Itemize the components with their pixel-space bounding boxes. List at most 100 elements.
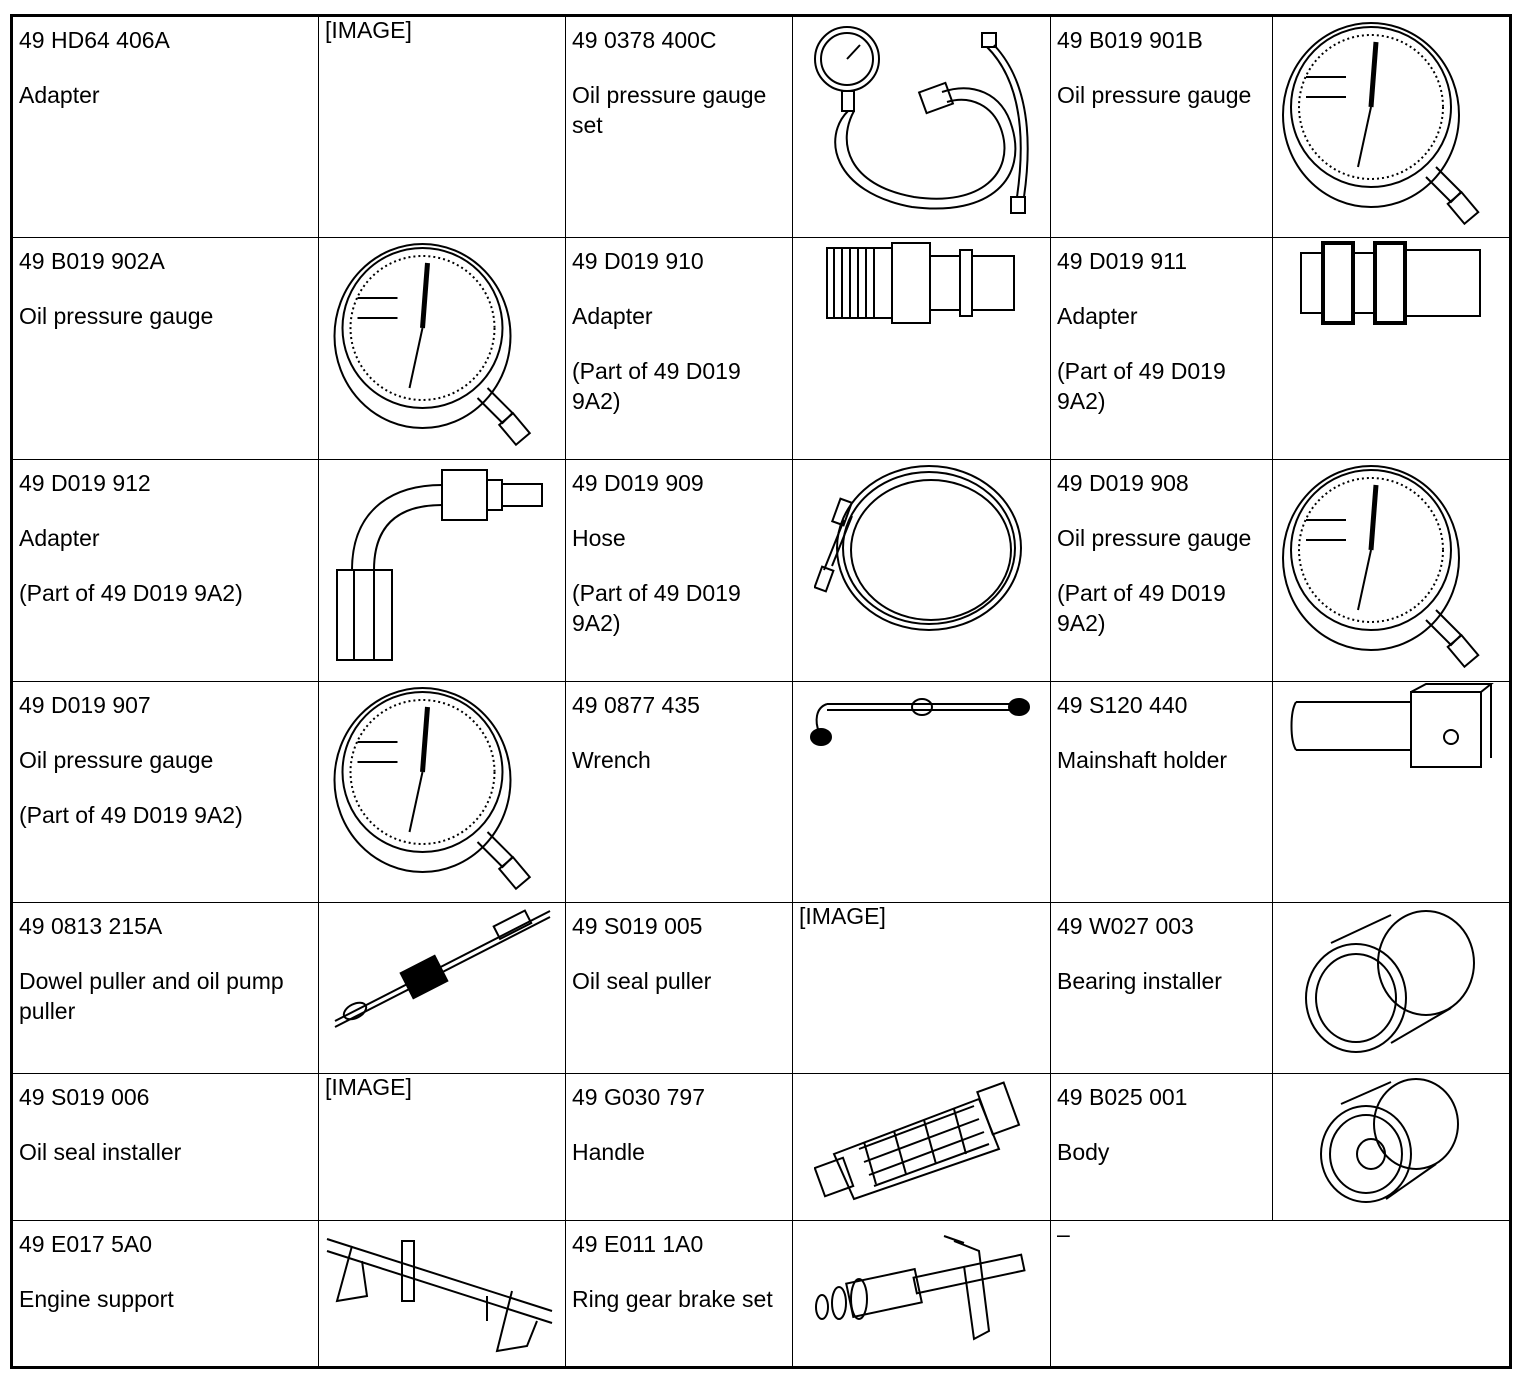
tool-text-cell: 49 D019 909 Hose (Part of 49 D019 9A2)	[565, 459, 793, 682]
tool-image-cell	[1272, 1073, 1511, 1221]
tool-image-cell	[318, 681, 566, 903]
tool-code: 49 S019 005	[572, 913, 703, 939]
tool-text-cell: 49 D019 911 Adapter (Part of 49 D019 9A2…	[1050, 237, 1273, 460]
tool-image-cell	[792, 1073, 1051, 1221]
table-row: 49 E017 5A0 Engine support 49 E011 1A0 R…	[11, 1220, 1511, 1368]
tool-text-cell: 49 B019 901B Oil pressure gauge	[1050, 15, 1273, 238]
tool-code: 49 G030 797	[572, 1084, 706, 1110]
tool-text-cell: 49 0378 400C Oil pressure gauge set	[565, 15, 793, 238]
tool-image-cell	[792, 1220, 1051, 1368]
empty-dash: –	[1057, 1221, 1070, 1247]
tool-code: 49 B025 001	[1057, 1084, 1188, 1110]
knurled-handle-icon	[814, 1081, 1021, 1201]
tool-name: Adapter	[572, 303, 653, 329]
tool-name: Handle	[572, 1139, 645, 1165]
tool-code: 49 E011 1A0	[572, 1231, 704, 1257]
tool-text-cell: 49 0813 215A Dowel puller and oil pump p…	[11, 902, 319, 1074]
tool-code: 49 B019 902A	[19, 248, 165, 274]
tool-code: 49 E017 5A0	[19, 1231, 153, 1257]
tool-text-cell: 49 S019 006 Oil seal installer	[11, 1073, 319, 1221]
tool-name: Bearing installer	[1057, 968, 1222, 994]
tool-code: 49 B019 901B	[1057, 27, 1203, 53]
tool-image-cell: [IMAGE]	[318, 15, 566, 238]
tool-text-cell: 49 D019 912 Adapter (Part of 49 D019 9A2…	[11, 459, 319, 682]
tool-code: 49 HD64 406A	[19, 27, 170, 53]
table-row: 49 0813 215A Dowel puller and oil pump p…	[11, 902, 1511, 1074]
tool-code: 49 S019 006	[19, 1084, 150, 1110]
tool-image-cell	[1272, 237, 1511, 460]
tool-text-cell: 49 HD64 406A Adapter	[11, 15, 319, 238]
puller-icon	[334, 909, 550, 1028]
tool-text-cell: 49 B025 001 Body	[1050, 1073, 1273, 1221]
tool-name: Oil seal installer	[19, 1139, 182, 1165]
bearing-installer-icon	[1305, 910, 1475, 1053]
tool-image-cell	[792, 237, 1051, 460]
image-placeholder: [IMAGE]	[799, 903, 886, 929]
tool-text-cell: 49 B019 902A Oil pressure gauge	[11, 237, 319, 460]
tool-code: 49 0877 435	[572, 692, 700, 718]
tool-image-cell	[792, 15, 1051, 238]
pressure-gauge-icon	[333, 687, 531, 891]
special-tools-table: 49 HD64 406A Adapter [IMAGE] 49 0378 400…	[10, 14, 1512, 1369]
table-row: 49 B019 902A Oil pressure gauge 49 D019 …	[11, 237, 1511, 460]
male-adapter-icon	[825, 242, 1015, 324]
tool-code: 49 W027 003	[1057, 913, 1194, 939]
tool-text-cell: 49 E011 1A0 Ring gear brake set	[565, 1220, 793, 1368]
tool-code: 49 0378 400C	[572, 27, 717, 53]
tool-name: Dowel puller and oil pump puller	[19, 968, 284, 1024]
tool-note: (Part of 49 D019 9A2)	[1057, 580, 1226, 636]
tool-image-cell	[1272, 681, 1511, 903]
tool-name: Hose	[572, 525, 626, 551]
tool-code: 49 D019 909	[572, 470, 704, 496]
tool-note: (Part of 49 D019 9A2)	[19, 802, 243, 828]
tool-text-cell: 49 D019 910 Adapter (Part of 49 D019 9A2…	[565, 237, 793, 460]
tool-code: 49 D019 911	[1057, 248, 1188, 274]
tool-text-cell: 49 D019 908 Oil pressure gauge (Part of …	[1050, 459, 1273, 682]
ring-gear-brake-icon	[815, 1235, 1026, 1341]
tool-note: (Part of 49 D019 9A2)	[572, 358, 741, 414]
tool-name: Oil pressure gauge	[1057, 525, 1252, 551]
gauge-set-icon	[813, 26, 1029, 214]
tool-note: (Part of 49 D019 9A2)	[572, 580, 741, 636]
tool-name: Adapter	[19, 82, 100, 108]
image-placeholder: [IMAGE]	[325, 17, 412, 43]
tool-name: Adapter	[1057, 303, 1138, 329]
tool-image-cell	[318, 237, 566, 460]
tool-image-cell	[318, 459, 566, 682]
tool-note: (Part of 49 D019 9A2)	[19, 580, 243, 606]
table-row: 49 HD64 406A Adapter [IMAGE] 49 0378 400…	[11, 15, 1511, 238]
tool-image-cell	[1272, 902, 1511, 1074]
pressure-gauge-icon	[1282, 22, 1480, 226]
pressure-gauge-icon	[1282, 465, 1480, 669]
engine-support-icon	[326, 1238, 553, 1353]
table-row: 49 D019 912 Adapter (Part of 49 D019 9A2…	[11, 459, 1511, 682]
tool-image-cell	[318, 902, 566, 1074]
tool-name: Wrench	[572, 747, 651, 773]
tool-name: Engine support	[19, 1286, 174, 1312]
tool-code: 49 D019 910	[572, 248, 704, 274]
tool-name: Oil pressure gauge	[1057, 82, 1252, 108]
mainshaft-holder-icon	[1290, 683, 1494, 768]
table-row: 49 D019 907 Oil pressure gauge (Part of …	[11, 681, 1511, 903]
tool-name: Body	[1057, 1139, 1110, 1165]
coiled-hose-icon	[814, 465, 1022, 631]
elbow-adapter-icon	[336, 469, 543, 661]
tool-name: Oil pressure gauge set	[572, 82, 767, 138]
tool-text-cell: 49 S019 005 Oil seal puller	[565, 902, 793, 1074]
tool-code: 49 0813 215A	[19, 913, 163, 939]
tool-code: 49 D019 907	[19, 692, 151, 718]
tool-text-cell: 49 S120 440 Mainshaft holder	[1050, 681, 1273, 903]
tool-code: 49 S120 440	[1057, 692, 1188, 718]
coupler-adapter-icon	[1300, 241, 1481, 325]
tool-image-cell	[318, 1220, 566, 1368]
tool-name: Oil pressure gauge	[19, 303, 214, 329]
tool-text-cell: 49 D019 907 Oil pressure gauge (Part of …	[11, 681, 319, 903]
tool-text-cell: 49 E017 5A0 Engine support	[11, 1220, 319, 1368]
wrench-icon	[809, 698, 1030, 746]
tool-image-cell	[1272, 15, 1511, 238]
tool-code: 49 D019 908	[1057, 470, 1189, 496]
tool-text-cell: 49 0877 435 Wrench	[565, 681, 793, 903]
tool-image-cell	[792, 681, 1051, 903]
tool-image-cell: [IMAGE]	[318, 1073, 566, 1221]
tool-name: Oil seal puller	[572, 968, 712, 994]
